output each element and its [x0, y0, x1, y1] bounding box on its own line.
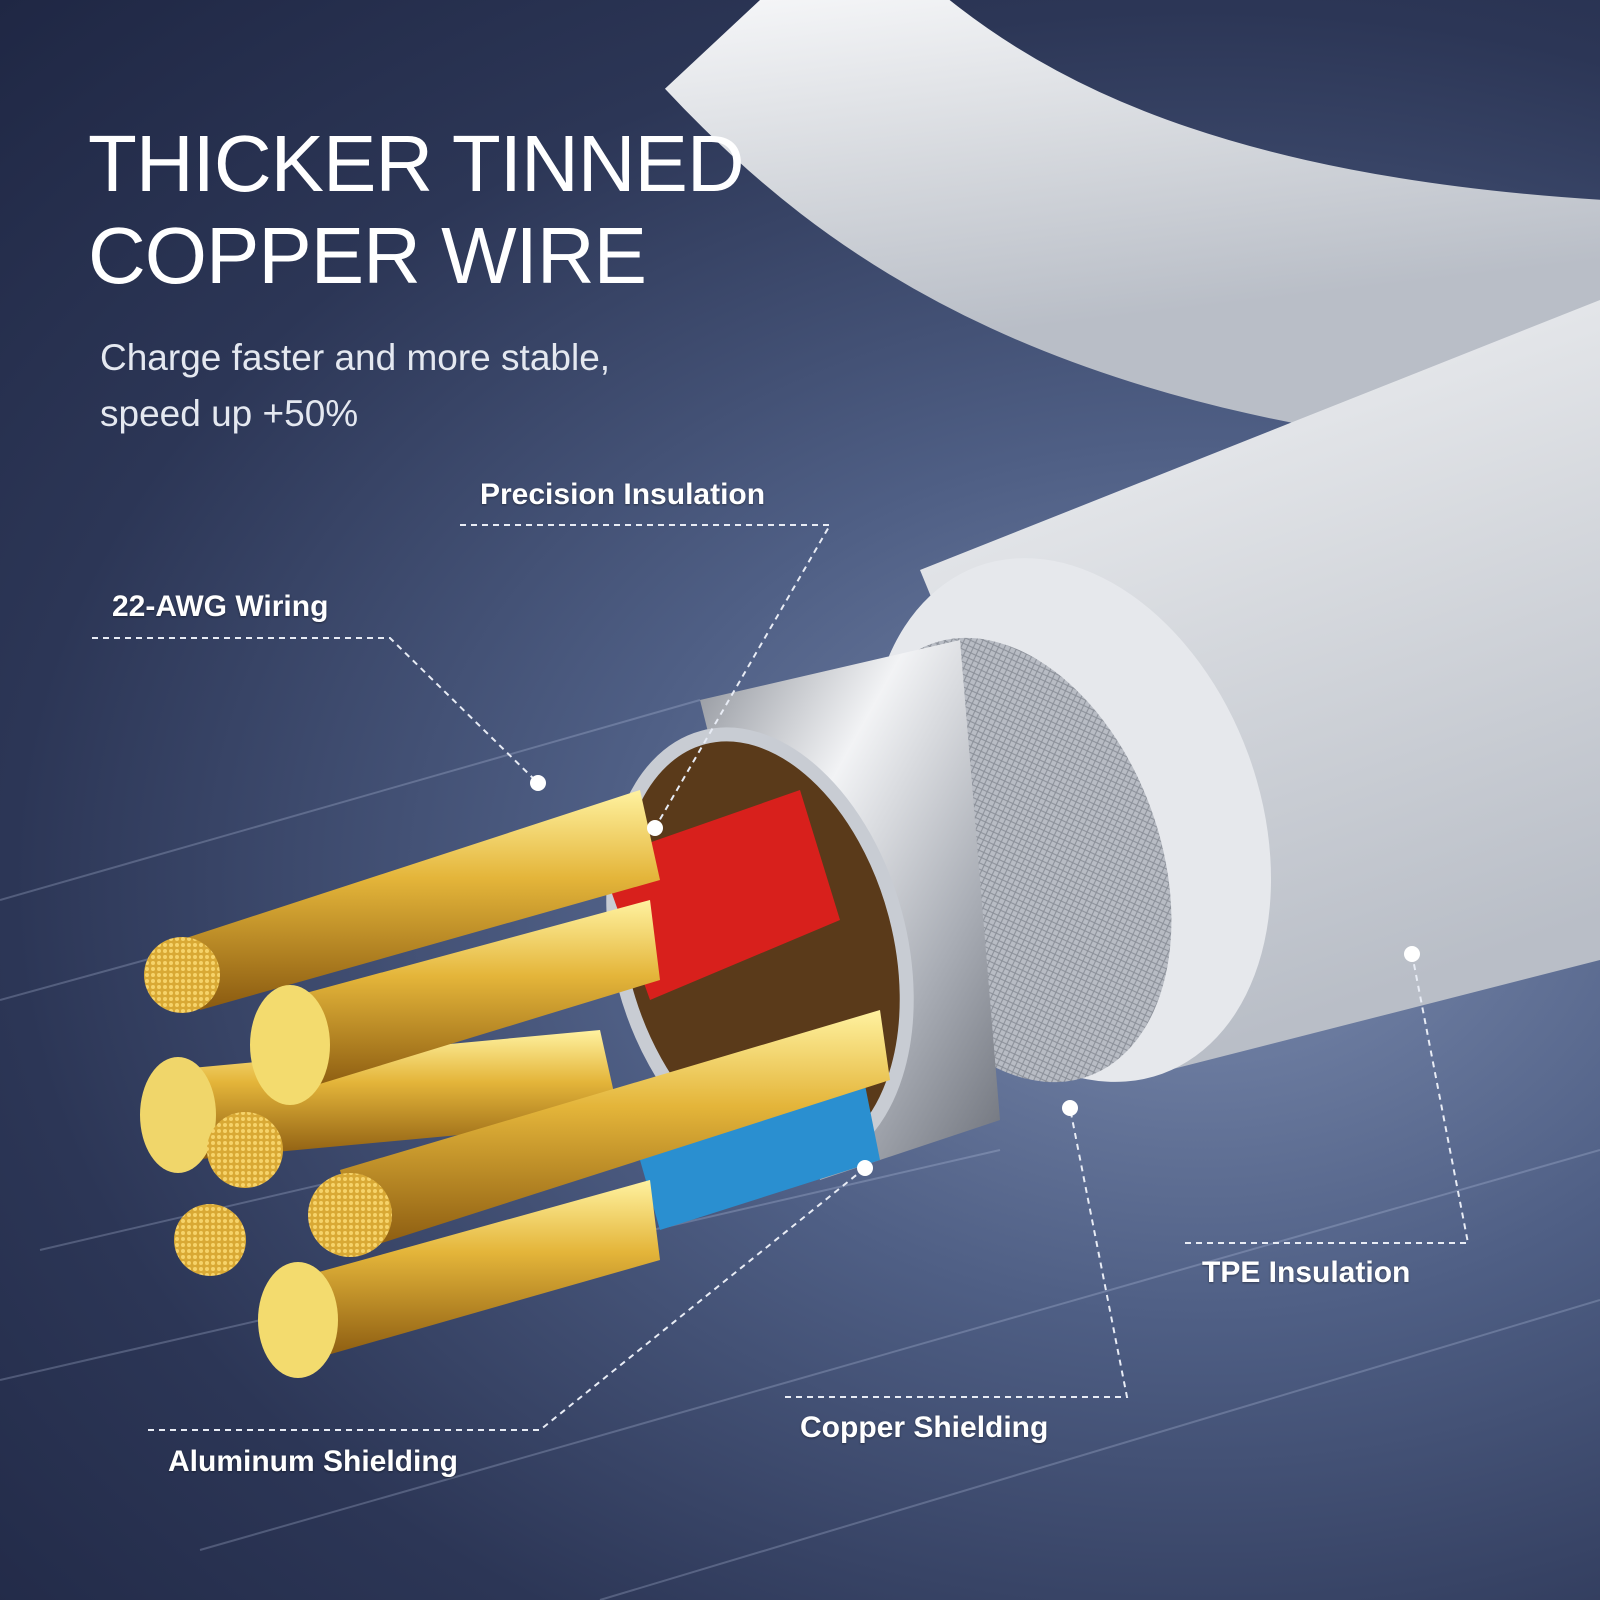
- subtitle: Charge faster and more stable, speed up …: [100, 330, 610, 442]
- copper-wires: [140, 790, 890, 1378]
- label-aluminum-shielding: Aluminum Shielding: [168, 1445, 458, 1478]
- callout-leader-lines: [92, 524, 1470, 1431]
- callout-dots: [530, 775, 1420, 1176]
- blue-insulation: [640, 1060, 880, 1230]
- label-copper-shielding: Copper Shielding: [800, 1411, 1049, 1444]
- cable-loop: [664, 0, 1600, 460]
- subtitle-line-2: speed up +50%: [100, 393, 359, 434]
- red-insulation: [600, 790, 840, 1000]
- headline: THICKER TINNED COPPER WIRE: [88, 118, 745, 302]
- headline-line-2: COPPER WIRE: [88, 211, 647, 300]
- label-22-awg-wiring: 22-AWG Wiring: [112, 590, 329, 623]
- subtitle-line-1: Charge faster and more stable,: [100, 337, 611, 378]
- headline-line-1: THICKER TINNED: [88, 119, 745, 208]
- label-precision-insulation: Precision Insulation: [480, 478, 766, 511]
- label-tpe-insulation: TPE Insulation: [1202, 1256, 1411, 1289]
